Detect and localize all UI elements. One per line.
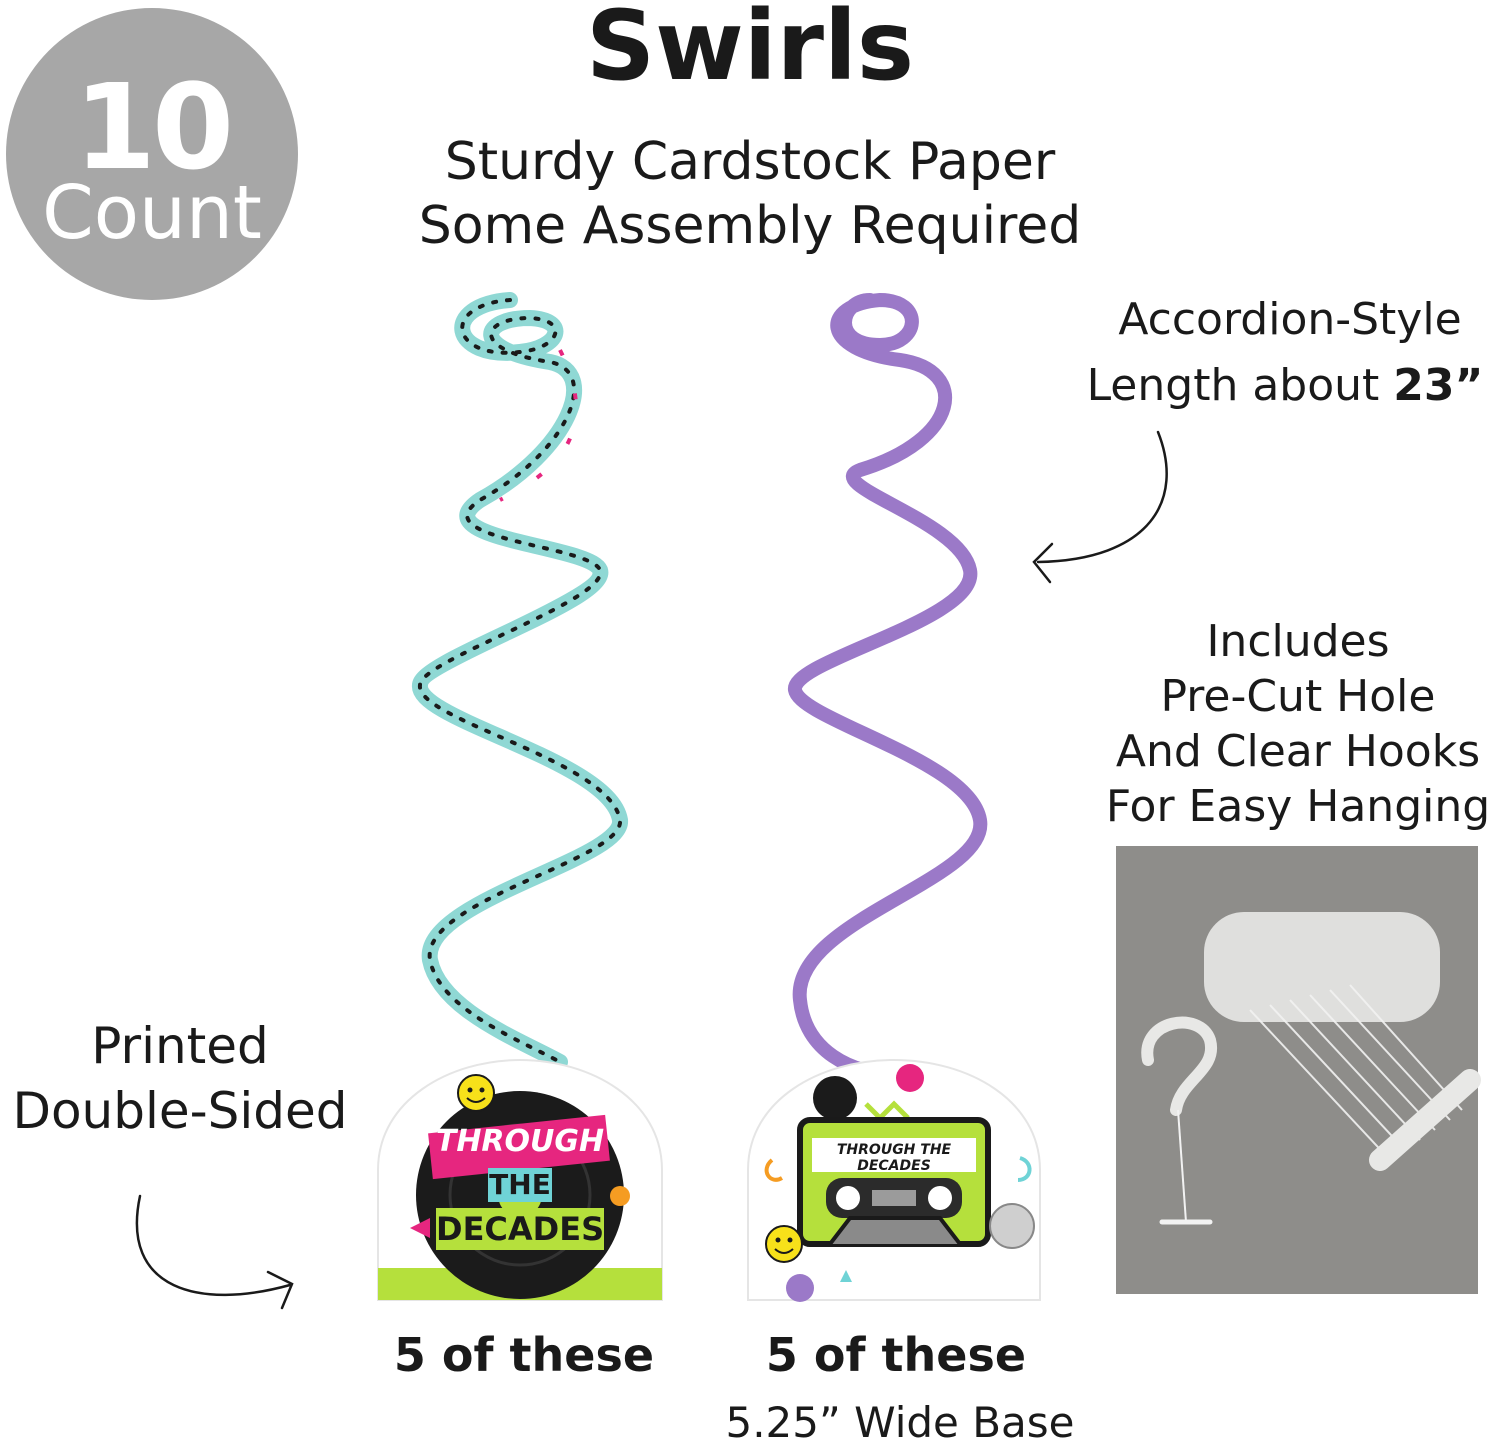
right-swirl — [788, 292, 988, 1082]
subtitle-line-2: Some Assembly Required — [418, 196, 1082, 256]
length-note-line-2: Length about 23” — [1070, 358, 1500, 413]
printed-note-line-1: Printed — [91, 1017, 269, 1075]
left-count-label: 5 of these — [393, 1328, 655, 1382]
hooks-photo — [1116, 846, 1481, 1294]
hooks-note-line-1: Includes — [1206, 616, 1390, 667]
hooks-note-line-2: Pre-Cut Hole — [1160, 671, 1436, 722]
page-title: Swirls — [585, 0, 915, 102]
flower-icon — [610, 1186, 630, 1206]
left-swirl — [412, 292, 628, 1070]
disco-ball-icon — [989, 1203, 1035, 1249]
right-card-label: THROUGH THE DECADES — [836, 1142, 952, 1174]
printed-note: Printed Double-Sided — [0, 1014, 360, 1144]
left-card-line-1: THROUGH — [435, 1124, 605, 1159]
hooks-note-line-4: For Easy Hanging — [1105, 781, 1491, 832]
base-note: 5.25” Wide Base — [725, 1398, 1075, 1447]
subtitle-line-1: Sturdy Cardstock Paper — [444, 132, 1056, 192]
badge-word: Count — [42, 170, 262, 256]
left-card-line-3: DECADES — [436, 1210, 605, 1248]
curved-arrow-right-icon — [135, 1194, 294, 1310]
right-card — [747, 1058, 1041, 1302]
printed-note-line-2: Double-Sided — [12, 1082, 348, 1140]
left-card — [377, 1058, 663, 1301]
curved-arrow-left-icon — [1032, 430, 1168, 584]
length-note-prefix: Length about — [1086, 360, 1394, 411]
cassette-tape-icon — [797, 1117, 991, 1247]
smiley-icon — [457, 1074, 495, 1112]
badge-number: 10 — [73, 58, 234, 196]
left-card-line-2: THE — [489, 1168, 551, 1201]
length-note-line-1: Accordion-Style — [1118, 294, 1462, 345]
hooks-note: Includes Pre-Cut Hole And Clear Hooks Fo… — [1100, 614, 1496, 834]
count-badge: 10 Count — [6, 8, 298, 300]
length-note-value: 23” — [1393, 360, 1484, 411]
right-count-label: 5 of these — [765, 1328, 1027, 1382]
hooks-note-line-3: And Clear Hooks — [1115, 726, 1481, 777]
